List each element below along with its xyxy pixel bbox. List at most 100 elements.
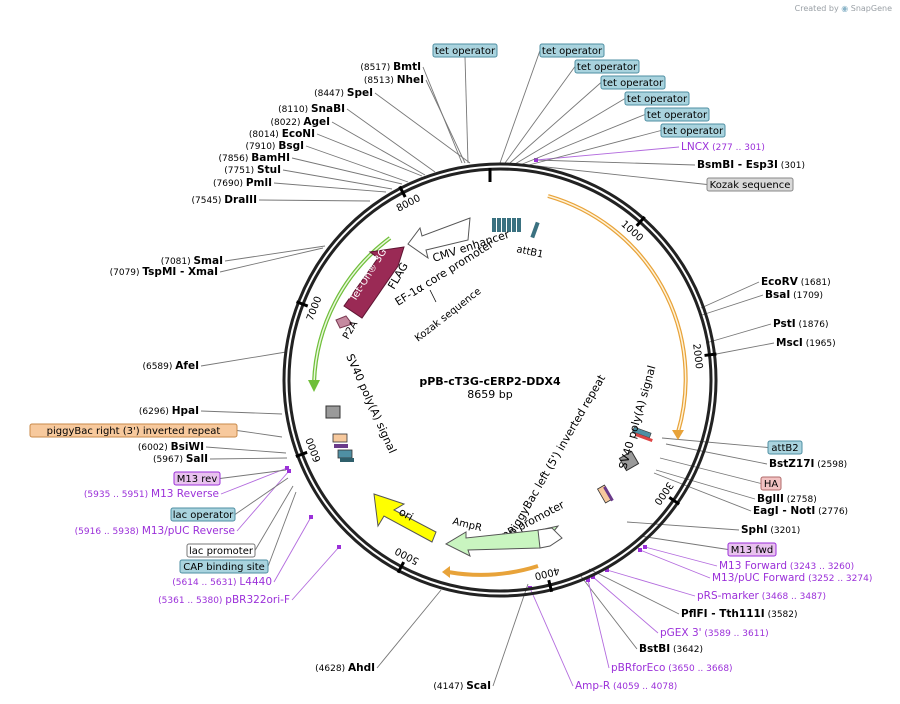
feature-box-11 [29, 423, 238, 438]
primer-marker-30 [534, 158, 538, 162]
orange-arc-top-inner [547, 195, 687, 433]
feature-box-label-5: tet operator [647, 110, 708, 121]
primer-marker-40 [337, 545, 341, 549]
leader-23 [653, 472, 752, 512]
feature-box-label-6: tet operator [663, 126, 724, 137]
orange-arc-bottom [447, 564, 539, 577]
leader-22 [655, 469, 756, 500]
ampr-arrow [444, 525, 560, 557]
sv40-right-label: SV40 poly(A) signal [616, 364, 658, 471]
outer-labels: (8517) BmtI(8513) NheI(8447) SpeI(8110) … [75, 61, 873, 692]
site-label-16: (5967) SalI [153, 453, 208, 465]
site-label-13: (6589) AfeI [142, 360, 199, 372]
kozak-inner-label: Kozak sequence [413, 286, 483, 344]
feature-box-label-3: tet operator [603, 78, 664, 89]
block-purple [334, 444, 348, 448]
site-label-12: (7079) TspMI - XmaI [110, 266, 218, 278]
primer-label-40: (5361 .. 5380) pBR322ori-F [158, 594, 290, 606]
site-label-10: (7545) DraIII [192, 194, 258, 206]
attb2-block [632, 426, 652, 439]
leader-3 [346, 108, 436, 173]
site-label-11: (7081) SmaI [161, 255, 223, 267]
primer-marker-39 [309, 515, 313, 519]
feature-box-10 [727, 542, 777, 557]
feature-box-2 [574, 59, 640, 74]
box-leader-12 [219, 469, 287, 479]
feature-box-13 [170, 507, 236, 522]
tick-label-7000: 7000 [305, 295, 324, 323]
leader-25 [588, 568, 680, 615]
tick-mark-3000 [668, 496, 681, 506]
site-label-22: BglII (2758) [757, 493, 817, 505]
leader-14 [200, 410, 283, 415]
feature-box-label-4: tet operator [627, 94, 688, 105]
credit-prefix: Created by [794, 4, 839, 13]
primer-marker-35 [586, 578, 590, 582]
sv40-right-box [618, 450, 640, 472]
green-arc-arrow [308, 380, 320, 392]
snapgene-logo-icon: ◉ [841, 4, 849, 13]
backbone-outer-ring [282, 162, 718, 598]
feature-box-label-11: piggyBac right (3') inverted repeat [47, 426, 221, 437]
leader-24 [626, 521, 740, 531]
site-label-23: EagI - NotI (2776) [753, 505, 848, 517]
site-label-25: PflFI - Tth111I (3582) [681, 608, 798, 620]
leader-4 [331, 121, 426, 176]
leader-19 [705, 323, 772, 344]
ampr-label: AmpR [451, 516, 483, 534]
tick-mark-8000 [398, 185, 407, 198]
primer-marker-34 [591, 575, 595, 579]
sv40-left-label: SV40 poly(A) signal [343, 352, 399, 455]
tick-mark-6000 [295, 450, 308, 458]
feature-box-label-0: tet operator [435, 46, 496, 57]
primer-marker-32 [638, 548, 642, 552]
leader-12 [219, 247, 324, 273]
backbone-inner-ring [287, 167, 713, 593]
box-leader-4 [514, 98, 626, 165]
site-label-4: (8022) AgeI [271, 116, 330, 128]
plasmid-length: 8659 bp [467, 388, 512, 401]
feature-box-label-10: M13 fwd [731, 545, 773, 556]
feature-box-label-12: M13 rev [177, 474, 218, 485]
site-label-24: SphI (3201) [741, 524, 800, 536]
site-label-0: (8517) BmtI [360, 61, 421, 73]
leader-26 [579, 574, 638, 650]
tick-mark-1000 [635, 215, 646, 227]
leader-39 [273, 516, 312, 583]
plasmid-name: pPB-cT3G-cERP2-DDX4 [419, 375, 561, 388]
site-label-29: BsmBI - Esp3I (301) [697, 159, 805, 171]
site-label-19: PstI (1876) [773, 318, 828, 330]
leader-20 [705, 342, 775, 357]
leader-36 [529, 587, 574, 687]
box-leader-11 [236, 430, 283, 438]
primer-marker-33 [605, 568, 609, 572]
leader-11 [224, 245, 326, 262]
leader-21 [665, 443, 768, 465]
feature-box-label-1: tet operator [542, 46, 603, 57]
site-label-3: (8110) SnaBI [278, 103, 345, 115]
box-leader-9 [659, 457, 762, 484]
primer-label-32: M13/pUC Forward (3252 .. 3274) [712, 572, 872, 584]
leader-5 [316, 133, 423, 177]
feature-box-label-13: lac operator [173, 510, 234, 521]
block-stripes [340, 458, 354, 462]
sv40-left-box [325, 405, 341, 419]
feature-box-4 [624, 91, 690, 106]
leader-10 [258, 199, 371, 202]
primer-label-30: LNCX (277 .. 301) [681, 141, 765, 153]
leader-35 [587, 579, 610, 669]
snapgene-credit: Created by ◉ SnapGene [795, 4, 892, 13]
primer-label-38: (5916 .. 5938) M13/pUC Reverse [75, 525, 235, 537]
ha-block [634, 432, 653, 442]
primer-label-31: M13 Forward (3243 .. 3260) [719, 560, 854, 572]
site-label-14: (6296) HpaI [139, 405, 199, 417]
box-leader-7 [536, 165, 708, 185]
primer-label-34: pGEX 3' (3589 .. 3611) [660, 627, 769, 639]
leader-7 [291, 157, 403, 185]
site-label-7: (7856) BamHI [218, 152, 290, 164]
leader-17 [700, 281, 760, 309]
primer-label-39: (5614 .. 5631) L4440 [172, 576, 272, 588]
feature-box-1 [539, 43, 605, 58]
leader-38 [236, 470, 290, 532]
